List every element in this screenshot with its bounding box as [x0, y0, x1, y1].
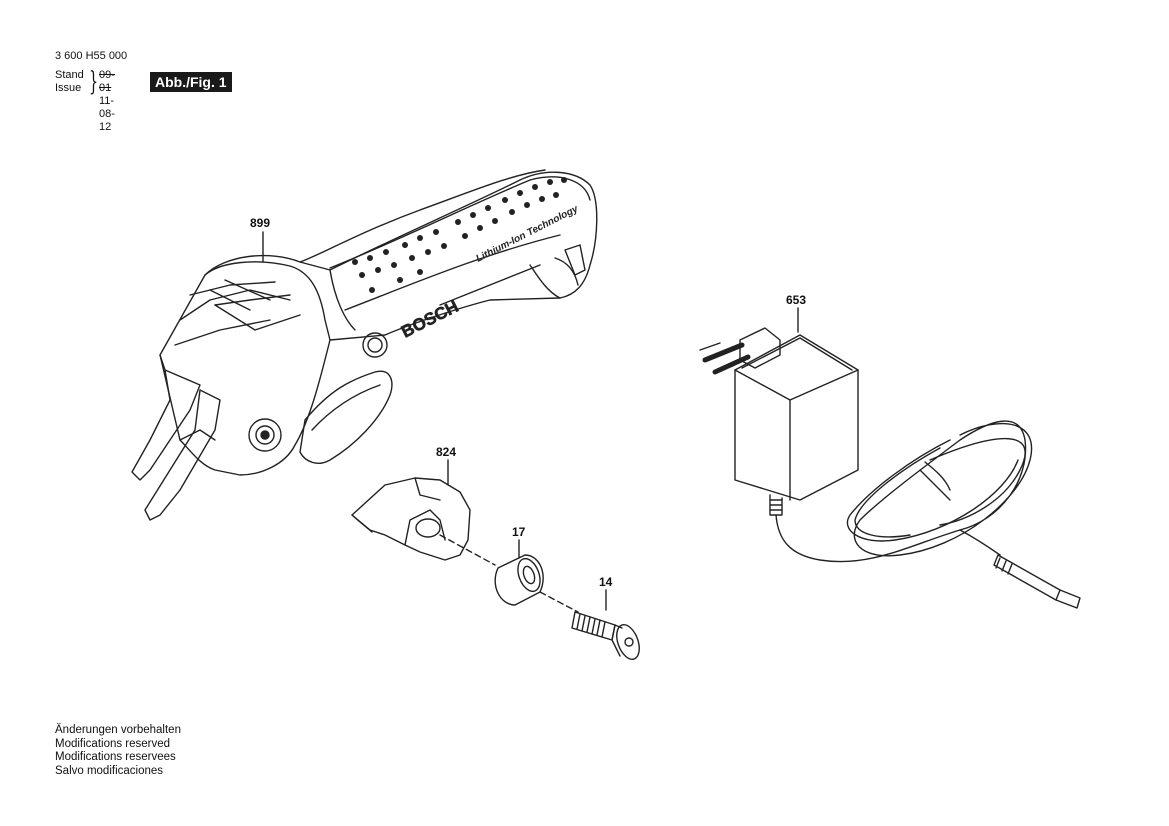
part-number-14: 14 — [599, 575, 613, 589]
footer-line-de: Änderungen vorbehalten — [55, 724, 181, 736]
issue-date: 11-08-12 — [99, 95, 115, 133]
stand-date: 09-01 — [99, 69, 115, 94]
footer-line-es: Salvo modificaciones — [55, 764, 164, 777]
part-number-17: 17 — [512, 525, 526, 539]
blade-part — [351, 477, 471, 561]
shear-tool-body: BOSCH Lithium-Ion Technology — [131, 169, 598, 521]
bushing-part — [494, 554, 544, 606]
screw-part — [571, 611, 640, 660]
brace-icon: } — [89, 67, 99, 97]
technology-text: Lithium-Ion Technology — [474, 203, 580, 264]
part-number-653: 653 — [786, 293, 807, 307]
figure-label: Abb./Fig. 1 — [150, 72, 232, 92]
brand-text: BOSCH — [398, 297, 461, 342]
axis-line-17 — [539, 591, 579, 613]
part-number-899: 899 — [250, 216, 271, 230]
charger-part — [699, 327, 1081, 609]
footer-line-fr: Modifications reservees — [55, 751, 176, 763]
part-number-824: 824 — [436, 445, 457, 459]
stand-label: Stand — [55, 69, 84, 81]
footer-notice: Änderungen vorbehalten Modifications res… — [55, 724, 181, 778]
footer-line-en: Modifications reserved — [55, 737, 171, 750]
document-number: 3 600 H55 000 — [55, 50, 128, 62]
issue-label: Issue — [55, 82, 82, 94]
axis-line-824 — [439, 534, 496, 566]
